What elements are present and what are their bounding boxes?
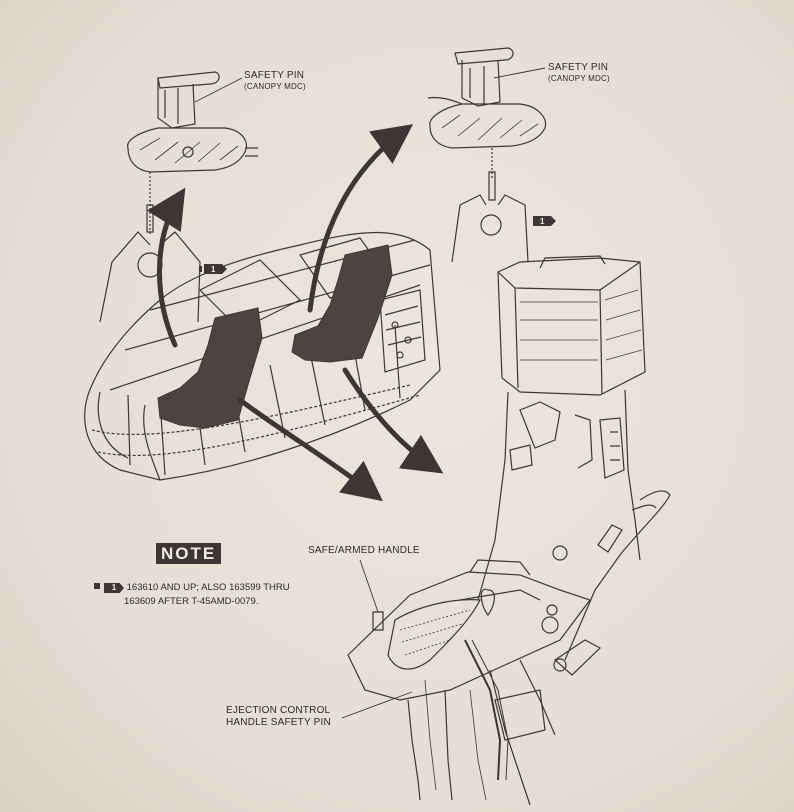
note-line-2: 163609 AFTER T-45AMD-0079. bbox=[124, 596, 259, 607]
note-title-badge: NOTE bbox=[156, 543, 222, 564]
ejection-seat-drawing bbox=[341, 255, 671, 806]
cockpit-fuselage-drawing bbox=[84, 231, 441, 481]
callout-arrows bbox=[147, 124, 444, 502]
flag-left-number: 1 bbox=[211, 265, 216, 274]
left-safety-pin-drawing bbox=[99, 71, 258, 323]
note-line-1: 1 163610 AND UP; ALSO 163599 THRU bbox=[94, 581, 294, 595]
note-line1-text: 163610 AND UP; ALSO 163599 THRU bbox=[126, 582, 290, 593]
flag-right-number: 1 bbox=[540, 217, 545, 226]
safety-pin-left-sub: (CANOPY MDC) bbox=[244, 82, 306, 91]
right-safety-pin-drawing bbox=[427, 47, 547, 263]
safety-pin-label-right: SAFETY PIN (CANOPY MDC) bbox=[548, 62, 610, 84]
arrow-to-right-pin bbox=[307, 124, 414, 313]
ejection-control-line1: EJECTION CONTROL bbox=[226, 705, 331, 716]
arrow-to-seat-upper bbox=[342, 367, 444, 474]
note-bullet-square bbox=[94, 583, 100, 589]
flag-markers bbox=[199, 216, 556, 274]
safety-pin-left-text: SAFETY PIN bbox=[244, 70, 305, 81]
ejection-control-label: EJECTION CONTROL HANDLE SAFETY PIN bbox=[226, 705, 331, 729]
safe-armed-handle-label: SAFE/ARMED HANDLE bbox=[308, 545, 420, 556]
cockpit-seats bbox=[157, 244, 393, 429]
note-flag-marker: 1 bbox=[104, 583, 124, 593]
safety-pin-right-sub: (CANOPY MDC) bbox=[548, 74, 610, 83]
safety-pin-right-text: SAFETY PIN bbox=[548, 62, 609, 73]
ejection-control-line2: HANDLE SAFETY PIN bbox=[226, 717, 331, 728]
arrow-to-seat-lower bbox=[237, 397, 383, 502]
rear-seat-silhouette bbox=[291, 244, 393, 363]
arrow-to-left-pin bbox=[147, 187, 186, 348]
note-text-block: 1 163610 AND UP; ALSO 163599 THRU 163609… bbox=[94, 581, 294, 609]
front-seat-silhouette bbox=[157, 307, 263, 429]
safety-pin-label-left: SAFETY PIN (CANOPY MDC) bbox=[244, 70, 306, 92]
